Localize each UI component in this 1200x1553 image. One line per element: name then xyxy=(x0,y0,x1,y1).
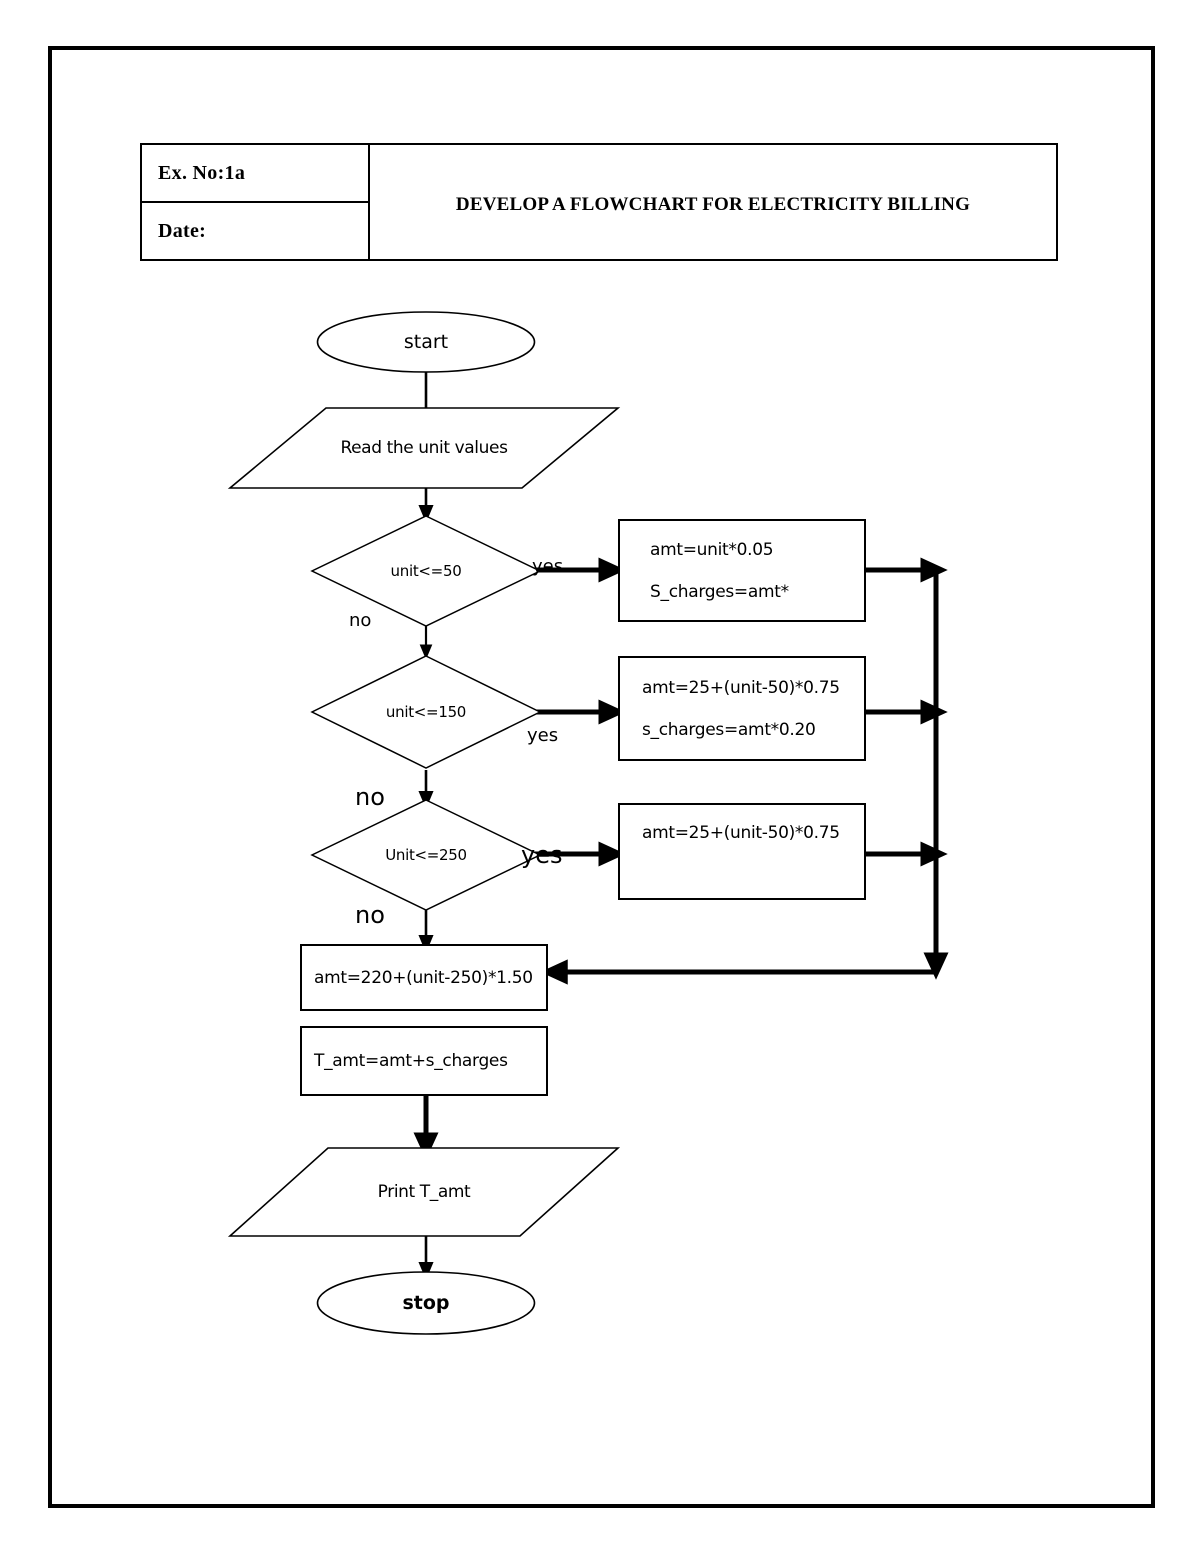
node-stop: stop xyxy=(316,1271,536,1335)
exercise-number-cell: Ex. No:1a xyxy=(142,145,368,203)
header-table: Ex. No:1a Date: DEVELOP A FLOWCHART FOR … xyxy=(140,143,1058,261)
process-4-line-1: amt=220+(unit-250)*1.50 xyxy=(314,967,533,988)
page-title: DEVELOP A FLOWCHART FOR ELECTRICITY BILL… xyxy=(455,194,971,215)
process-2-line-2: s_charges=amt*0.20 xyxy=(642,719,816,740)
process-3-line-1: amt=25+(unit-50)*0.75 xyxy=(642,823,840,843)
process-1-line-2: S_charges=amt* xyxy=(650,581,789,602)
node-process-total-amount: T_amt=amt+s_charges xyxy=(300,1026,548,1096)
node-decision-unit-le-250: Unit<=250 xyxy=(310,798,542,912)
process-2-line-1: amt=25+(unit-50)*0.75 xyxy=(642,677,840,698)
edge-label-yes-2: yes xyxy=(527,725,559,746)
node-print-output: Print T_amt xyxy=(227,1146,621,1238)
page-border xyxy=(48,46,1155,1508)
edge-label-no-1: no xyxy=(349,610,372,631)
process-1-line-1: amt=unit*0.05 xyxy=(650,539,774,560)
node-process-amt-25-unit50: amt=25+(unit-50)*0.75 s_charges=amt*0.20 xyxy=(618,656,866,761)
node-start: start xyxy=(316,311,536,373)
node-decision-unit-le-50: unit<=50 xyxy=(310,514,542,628)
edge-label-no-3: no xyxy=(355,901,385,929)
node-process-amt-220: amt=220+(unit-250)*1.50 xyxy=(300,944,548,1011)
date-cell: Date: xyxy=(158,219,207,242)
edge-label-yes-1: yes xyxy=(532,556,564,577)
edge-label-no-2: no xyxy=(355,783,385,811)
node-process-amt-25-unit50-b: amt=25+(unit-50)*0.75 xyxy=(618,803,866,900)
node-process-amt-unit-005: amt=unit*0.05 S_charges=amt* xyxy=(618,519,866,622)
edge-label-yes-3: yes xyxy=(521,841,563,869)
node-read-input: Read the unit values xyxy=(227,406,621,490)
header-left-column: Ex. No:1a Date: xyxy=(142,145,370,259)
node-decision-unit-le-150: unit<=150 xyxy=(310,654,542,770)
process-5-line-1: T_amt=amt+s_charges xyxy=(314,1051,508,1071)
